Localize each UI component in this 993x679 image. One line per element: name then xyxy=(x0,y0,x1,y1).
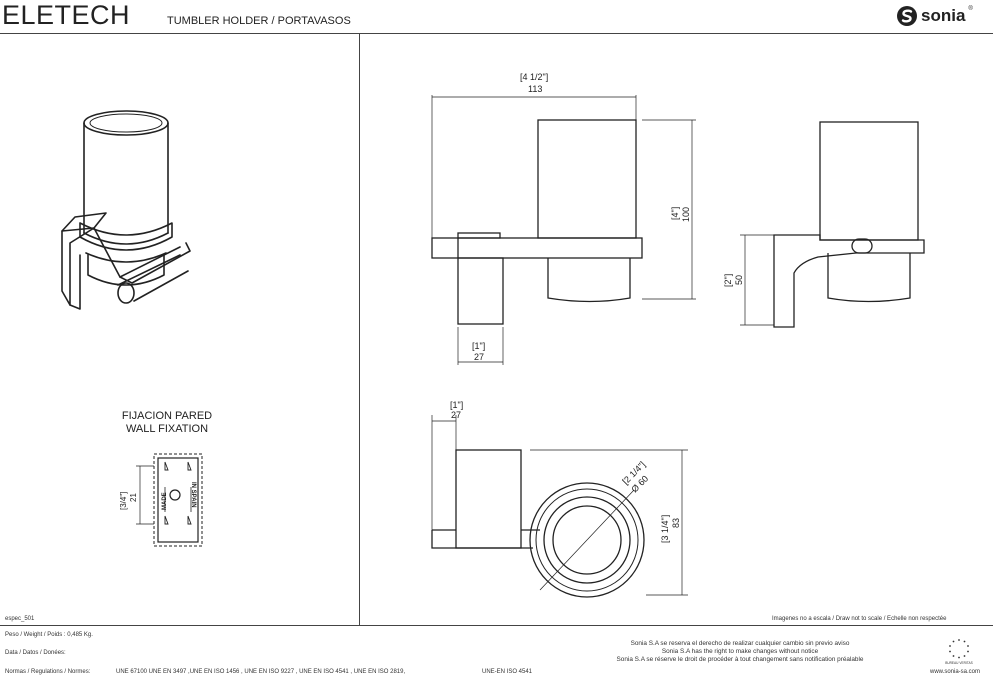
wall-fixation-drawing: MADE IN SPAIN [3/4"] 21 xyxy=(119,453,203,547)
top-base-inch: [1"] xyxy=(450,400,463,410)
top-depth-mm: 83 xyxy=(671,518,681,528)
regulations-list: UNE 67100 UNE EN 3497 ,UNE EN ISO 1456 ,… xyxy=(116,669,406,675)
top-view: [1"] 27 [2 1/4"] Ø 60 [3 1/4"] 83 xyxy=(431,400,688,598)
regulations-extra: UNE-EN ISO 4541 xyxy=(482,669,533,675)
notice-es: Sonia S.A se reserva el derecho de reali… xyxy=(630,640,850,647)
notice-fr: Sonia S.A se réserve le droit de procéde… xyxy=(616,656,864,663)
plate-text-made: MADE xyxy=(162,492,168,510)
header-divider xyxy=(0,33,993,34)
plate-text-spain: IN SPAIN xyxy=(190,482,196,508)
brand-title: ELETECH xyxy=(2,0,131,30)
front-view: [4 1/2"] 113 [4"] 100 [1"] 27 xyxy=(431,72,696,365)
regulations-label: Normas / Regulations / Normes: xyxy=(5,669,91,675)
logo-text: sonia xyxy=(921,6,966,25)
side-height-mm: 50 xyxy=(734,275,744,285)
logo-registered-mark: ® xyxy=(968,6,973,12)
top-base-mm: 27 xyxy=(451,410,461,420)
footer-divider xyxy=(0,625,993,626)
sonia-logo: sonia® xyxy=(896,5,973,27)
isometric-view xyxy=(61,110,191,310)
seal-text: BUREAU VERITAS xyxy=(945,661,973,665)
fixation-title-es: FIJACION PARED xyxy=(121,410,213,422)
side-height-inch: [2"] xyxy=(723,274,733,287)
scale-note: Imagenes no a escala / Draw not to scale… xyxy=(772,616,947,622)
top-depth-inch: [3 1/4"] xyxy=(660,515,670,543)
notice-en: Sonia S.A has the right to make changes … xyxy=(661,648,819,655)
side-view: [2"] 50 xyxy=(723,121,925,328)
spec-code: espec_501 xyxy=(5,616,35,622)
front-height-inch: [4"] xyxy=(670,207,680,220)
weight-info: Peso / Weight / Poids : 0,485 Kg. xyxy=(5,632,93,638)
sonia-s-icon xyxy=(897,6,917,26)
fixation-title: FIJACION PARED WALL FIXATION xyxy=(107,410,227,436)
legal-notice: Sonia S.A se reserva el derecho de reali… xyxy=(560,640,920,664)
fixation-dim-mm: 21 xyxy=(129,493,138,502)
front-width-inch: [4 1/2"] xyxy=(520,72,548,82)
front-base-mm: 27 xyxy=(474,352,484,362)
certification-seal: BUREAU VERITAS xyxy=(945,639,973,665)
date-info: Data / Datos / Donées: xyxy=(5,650,66,656)
front-height-mm: 100 xyxy=(681,207,691,222)
website-link[interactable]: www.sonia-sa.com xyxy=(930,669,981,675)
front-width-mm: 113 xyxy=(528,84,542,94)
product-subtitle: TUMBLER HOLDER / PORTAVASOS xyxy=(167,15,351,27)
panel-divider xyxy=(359,34,360,625)
fixation-dim-inch: [3/4"] xyxy=(119,492,128,510)
fixation-title-en: WALL FIXATION xyxy=(125,423,209,435)
front-base-inch: [1"] xyxy=(472,341,485,351)
